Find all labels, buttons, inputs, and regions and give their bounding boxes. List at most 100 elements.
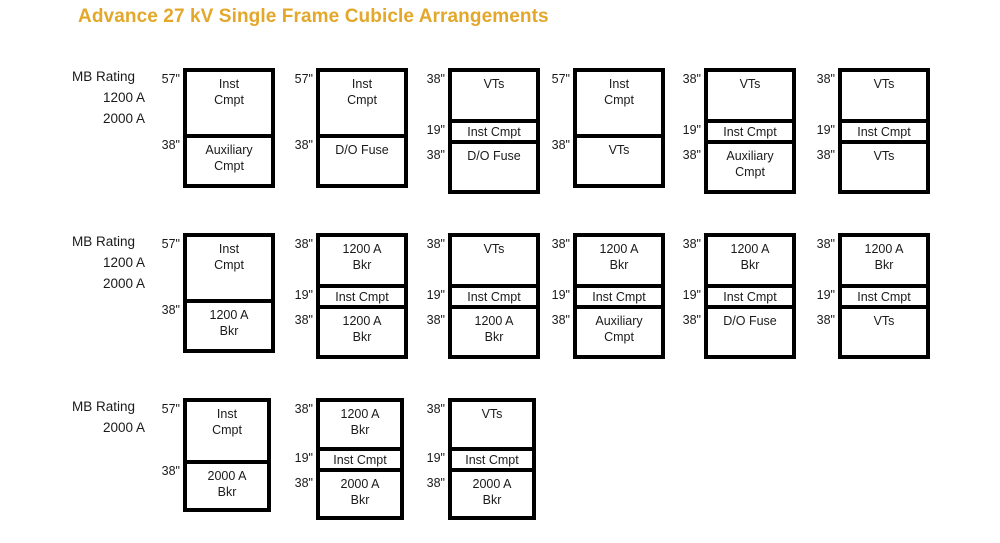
cubicle-section-label: Bkr: [609, 258, 629, 272]
section-dimension: 38": [682, 237, 701, 251]
cubicle-section-label: Inst Cmpt: [723, 124, 777, 139]
dimension-gutter: 38"19"38": [420, 68, 448, 194]
cubicle-section-label: Inst: [608, 77, 630, 91]
cubicle-section-label: Auxiliary: [205, 143, 253, 157]
cubicle-section-label: Cmpt: [347, 93, 377, 107]
section-dimension: 38": [294, 476, 313, 490]
cubicle-section-label: Inst Cmpt: [857, 289, 911, 304]
section-dimension: 38": [816, 72, 835, 86]
section-dimension: 38": [294, 313, 313, 327]
cubicle-section-label: 1200 A: [730, 242, 770, 256]
cubicle-section-label: VTs: [481, 407, 503, 421]
mb-rating-value: 2000 A: [102, 276, 146, 291]
cubicle-section: VTs: [577, 134, 661, 184]
section-dimension: 38": [551, 313, 570, 327]
cubicle-section-label: Inst Cmpt: [467, 124, 521, 139]
cubicle-section-label: Inst Cmpt: [467, 289, 521, 304]
mb-rating-value: 2000 A: [102, 111, 146, 126]
cubicle-section-label: Bkr: [350, 423, 370, 437]
mb-rating-value: 2000 A: [102, 420, 146, 435]
dimension-gutter: 38"19"38": [420, 233, 448, 359]
dimension-gutter: 38"19"38": [810, 68, 838, 194]
cubicle-section-label: Inst Cmpt: [723, 289, 777, 304]
cubicle-section: 1200 A Bkr: [452, 305, 536, 355]
cubicle-section-label: D/O Fuse: [467, 149, 521, 163]
dimension-gutter: 38"19"38": [288, 233, 316, 359]
cubicle-section-label: Inst Cmpt: [857, 124, 911, 139]
cubicle-section-label: Cmpt: [214, 159, 244, 173]
cubicle-section-label: Cmpt: [214, 258, 244, 272]
cubicle-section-label: Cmpt: [214, 93, 244, 107]
dimension-gutter: 57"38": [155, 233, 183, 353]
cubicle-section-label: Inst Cmpt: [335, 289, 389, 304]
cubicle-section-label: Auxiliary: [726, 149, 774, 163]
cubicle-section-label: 1200 A: [474, 314, 514, 328]
cubicle-section-label: Bkr: [217, 485, 237, 499]
cubicle-section: Inst Cmpt: [320, 447, 400, 468]
mb-rating-value: 1200 A: [102, 90, 146, 105]
cubicle-section-label: VTs: [873, 77, 895, 91]
cubicle-section: D/O Fuse: [708, 305, 792, 355]
cubicle-section-label: VTs: [873, 149, 895, 163]
section-dimension: 38": [161, 464, 180, 478]
cubicle-section-label: Bkr: [740, 258, 760, 272]
section-dimension: 38": [426, 476, 445, 490]
section-dimension: 19": [294, 451, 313, 465]
cubicle-section-label: Cmpt: [604, 93, 634, 107]
dimension-gutter: 57"38": [155, 398, 183, 512]
cubicle-section: Inst Cmpt: [842, 119, 926, 140]
cubicle-section: VTs: [842, 140, 926, 190]
section-dimension: 19": [551, 288, 570, 302]
cubicle-section-label: 2000 A: [207, 469, 247, 483]
cubicle-section-label: Bkr: [219, 324, 239, 338]
section-dimension: 38": [426, 72, 445, 86]
cubicle-section-label: VTs: [483, 77, 505, 91]
cubicle-section-label: Bkr: [482, 493, 502, 507]
cubicle-section-label: Inst: [216, 407, 238, 421]
section-dimension: 38": [426, 402, 445, 416]
cubicle-section-label: Inst Cmpt: [333, 452, 387, 467]
section-dimension: 38": [426, 237, 445, 251]
cubicle-section: VTs: [452, 237, 536, 284]
section-dimension: 38": [294, 138, 313, 152]
section-dimension: 57": [161, 237, 180, 251]
cubicle-section-label: D/O Fuse: [723, 314, 777, 328]
cubicle-section: Inst Cmpt: [452, 447, 532, 468]
cubicle-section: Inst Cmpt: [708, 284, 792, 305]
section-dimension: 38": [682, 72, 701, 86]
dimension-gutter: 38"19"38": [676, 68, 704, 194]
cubicle-section-label: Inst: [351, 77, 373, 91]
dimension-gutter: 57"38": [288, 68, 316, 188]
cubicle-section-label: Cmpt: [604, 330, 634, 344]
cubicle-section-label: 1200 A: [599, 242, 639, 256]
section-dimension: 38": [682, 148, 701, 162]
cubicle-section-label: Inst: [218, 77, 240, 91]
cubicle-section-label: Bkr: [484, 330, 504, 344]
cubicle-section: Inst Cmpt: [452, 284, 536, 305]
